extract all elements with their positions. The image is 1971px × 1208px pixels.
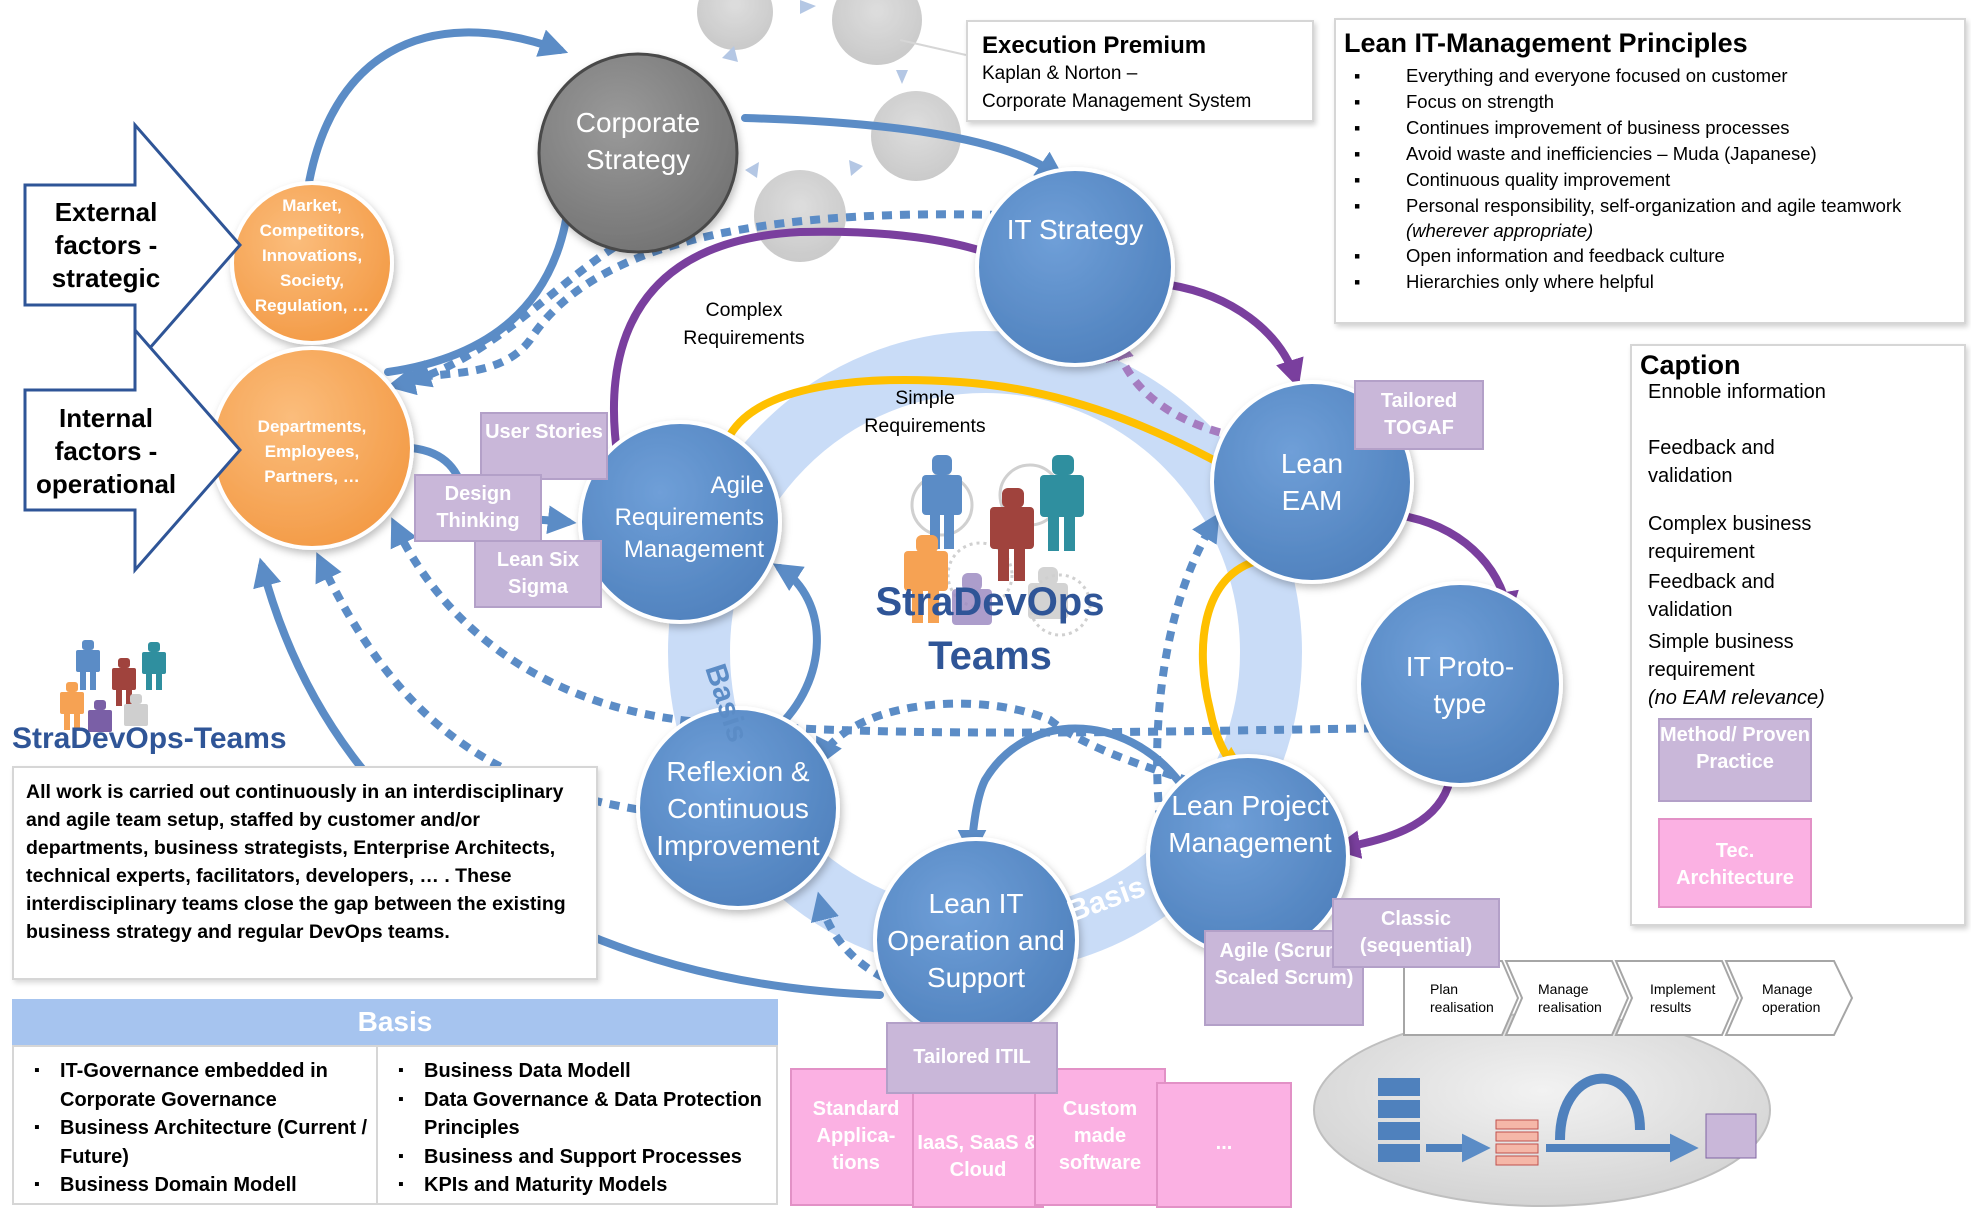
teams-description: All work is carried out continuously in … [12,766,598,980]
principle-item: Hierarchies only where helpful [1344,269,1956,295]
principle-item: Open information and feedback culture [1344,243,1956,269]
lean-six-sigma-box: Lean Six Sigma [474,540,602,608]
internal-factors-label: Internal factors - operational [36,403,177,499]
process-step-implement: Implement results [1650,981,1716,1015]
caption-itmgt-label: IT-Mgt. Discipline [1841,788,1927,836]
prototype-label: IT Proto- type [1405,651,1515,719]
process-step-plan: Plan realisation [1430,981,1494,1015]
it-strategy-label: IT Strategy [1006,214,1144,245]
lean-eam-label: Lean EAM [1280,448,1344,516]
principle-item: Avoid waste and inefficiencies – Muda (J… [1344,141,1956,167]
execution-premium-line2: Corporate Management System [982,91,1252,112]
basis-item: IT-Governance embedded in Corporate Gove… [22,1057,368,1114]
caption-title: Caption [1640,350,1741,380]
tec-custom-box: Custom made software [1034,1068,1166,1206]
reflexion-circle [636,706,840,910]
prototype-circle [1357,581,1563,787]
basis-item: Data Governance & Data Protection Princi… [386,1086,768,1143]
agile-req-label: Agile Requirements Management [614,472,764,563]
flow-arrows-icon [1426,1073,1699,1163]
market-circle [230,181,394,345]
basis-item: Business Domain Modell [22,1171,368,1200]
principle-item: Personal responsibility, self-organizati… [1344,193,1956,219]
process-chevrons [1403,960,1854,1036]
caption-complex: Complex business requirement [1648,513,1812,563]
lean-ops-label: Lean IT Operation and Support [887,888,1065,993]
agile-req-circle [578,420,782,624]
center-title-2: Teams [928,634,1052,678]
tec-iaas-box: IaaS, SaaS & Cloud [912,1074,1044,1208]
principle-note: (wherever appropriate) [1406,220,1594,241]
itil-box: Tailored ITIL [886,1022,1058,1094]
stack-icon [1495,1119,1539,1166]
center-title-1: StraDevOps [875,580,1105,624]
team-people-icon [904,455,1092,637]
reflexion-label: Reflexion & Continuous Improvement [656,756,820,861]
it-strategy-circle [975,167,1175,367]
basis-header: Basis [12,999,778,1045]
process-step-manage: Manage realisation [1538,981,1602,1015]
lean-pm-label: Lean Project Management [1168,790,1332,858]
caption-feedback1: Feedback and validation [1648,437,1775,487]
basis-item: Business Architecture (Current / Future) [22,1114,368,1171]
caption-tec-box: Tec. Architecture [1658,818,1812,908]
execution-premium-line1: Kaplan & Norton – [982,63,1138,84]
process-step-operation: Manage operation [1762,981,1821,1015]
external-factors-arrow [23,121,242,369]
principles-title: Lean IT-Management Principles [1344,28,1748,58]
simple-requirement-arrows [726,376,1264,775]
corporate-strategy-circle [537,52,739,254]
basis-left-column: IT-Governance embedded in Corporate Gove… [12,1045,378,1205]
simple-requirements-label: Simple Requirements [864,387,986,437]
internal-factors-arrow [23,326,242,574]
principle-item: Continues improvement of business proces… [1344,115,1956,141]
principles-list-cont: Open information and feedback culture Hi… [1344,243,1956,295]
caption-method-box: Method/ Proven Practice [1658,718,1812,802]
togaf-box: Tailored TOGAF [1354,380,1484,450]
execution-premium-cycle [697,0,967,262]
principle-item: Focus on strength [1344,89,1956,115]
market-label: Market, Competitors, Innovations, Societ… [254,196,370,315]
caption-feedback2: Feedback and validation [1648,571,1775,621]
caption-simple: Simple business requirement [1648,631,1794,681]
design-thinking-box: Design Thinking [414,474,542,542]
external-factors-label: External factors - strategic [51,197,161,293]
departments-label: Departments, Employees, Partners, … [257,417,367,486]
user-stories-box: User Stories [480,412,608,480]
caption-simple-note: (no EAM relevance) [1648,687,1825,709]
basis-right-column: Business Data Modell Data Governance & D… [376,1045,778,1205]
caption-ennoble: Ennoble information [1648,381,1826,403]
principles-box: Lean IT-Management Principles Everything… [1334,18,1966,324]
output-box-icon [1705,1113,1757,1159]
classic-method-box: Classic (sequential) [1332,898,1500,968]
teams-small-icon [60,640,166,732]
basis-item: KPIs and Maturity Models [386,1171,768,1200]
corporate-strategy-label: Corporate Strategy [575,107,701,175]
database-icon [1378,1078,1420,1162]
basis-item: Business Data Modell [386,1057,768,1086]
tec-more-box: ... [1156,1082,1292,1208]
execution-premium-box: Execution Premium Kaplan & Norton – Corp… [966,20,1314,122]
complex-requirements-label: Complex Requirements [683,299,805,349]
basis-item: Business and Support Processes [386,1143,768,1172]
principle-item: Everything and everyone focused on custo… [1344,63,1956,89]
teams-title: StraDevOps-Teams [12,722,287,755]
principles-list: Everything and everyone focused on custo… [1344,63,1956,219]
principle-item: Continuous quality improvement [1344,167,1956,193]
execution-premium-title: Execution Premium [982,32,1207,59]
